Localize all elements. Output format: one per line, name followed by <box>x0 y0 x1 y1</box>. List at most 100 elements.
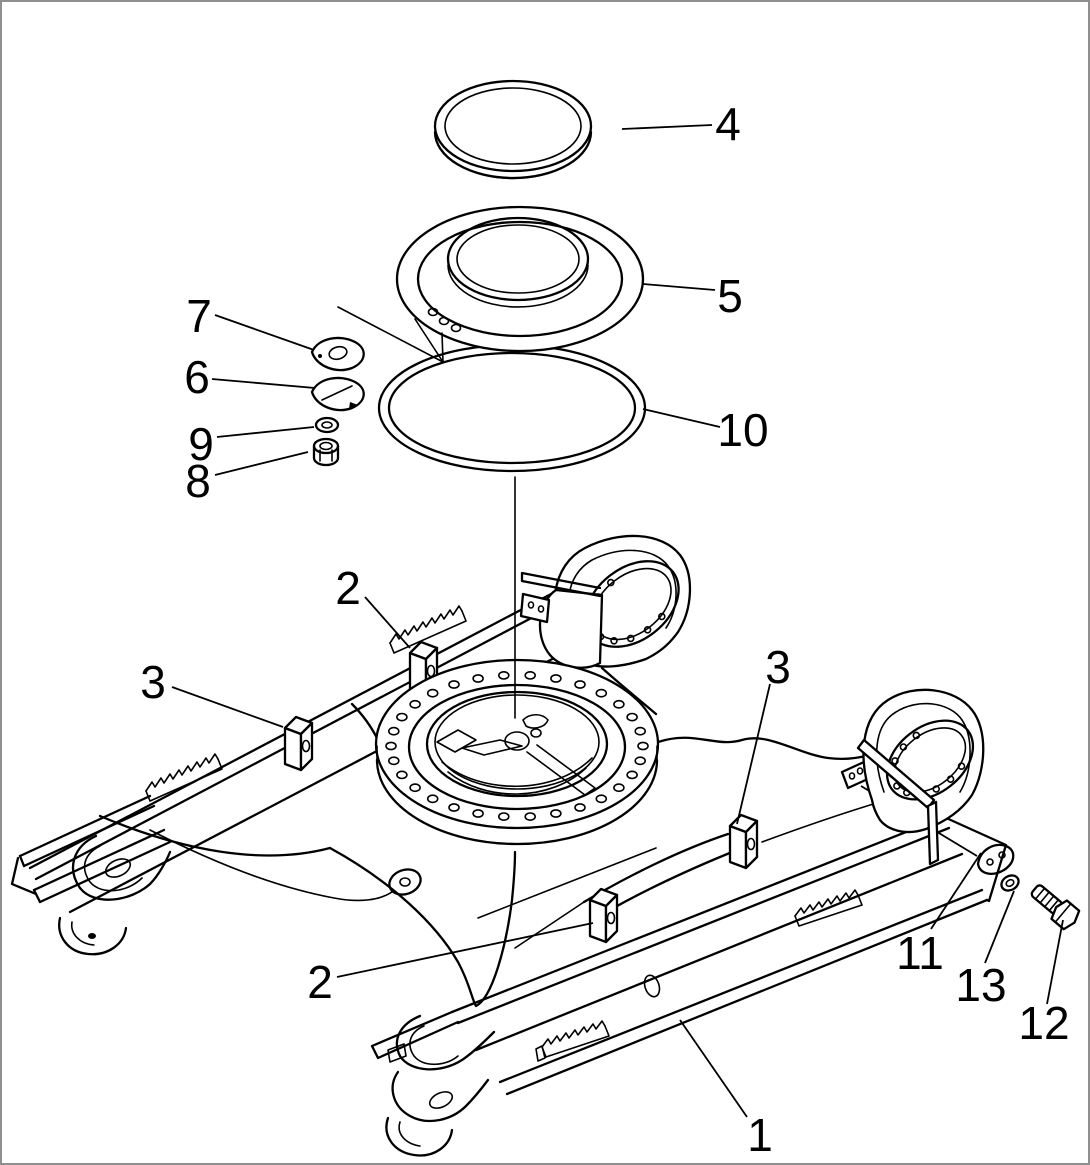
bolt-hole <box>524 671 537 680</box>
callout-label-2-4: 2 <box>307 956 333 1008</box>
bolt-hole <box>387 756 400 766</box>
center-joint <box>436 713 596 796</box>
callout-label-9-10: 9 <box>188 418 214 470</box>
callout-label-10-11: 10 <box>717 404 768 456</box>
callout-label-2-1: 2 <box>335 562 361 614</box>
callout-label-12-13: 12 <box>1018 997 1069 1049</box>
bolt-hole <box>893 782 901 790</box>
bracket-2-bottom <box>588 887 619 944</box>
location-pointer <box>337 306 444 363</box>
callout-label-8-9: 8 <box>185 455 211 507</box>
left-idler-horn <box>519 534 692 669</box>
callout-label-5-6: 5 <box>717 270 743 322</box>
seal-ring-part <box>377 343 647 473</box>
bolt-hole <box>550 674 562 683</box>
leader-line-10-11 <box>642 408 721 428</box>
bracket-3-left <box>283 715 314 772</box>
bolt-hole <box>385 741 397 751</box>
leader-line-9-10 <box>216 426 315 438</box>
callout-label-11-12: 11 <box>896 927 944 979</box>
callout-label-1-0: 1 <box>747 1109 773 1161</box>
washer-9-part <box>314 416 340 434</box>
nut-8-part <box>312 437 340 467</box>
bolt-hole <box>472 809 484 818</box>
exploded-parts <box>310 79 1081 931</box>
callout-label-6-7: 6 <box>184 351 210 403</box>
bolt-hole <box>606 578 615 587</box>
callout-label-3-3: 3 <box>765 641 791 693</box>
bolt-hole <box>497 671 510 680</box>
bolt-hole <box>613 699 625 709</box>
front-rail-end <box>370 1010 496 1157</box>
shim-7-part <box>310 336 365 372</box>
bolt-hole <box>637 741 649 751</box>
cap-part <box>433 79 593 180</box>
bolt-hole <box>595 688 608 698</box>
bolt-hole <box>396 770 408 780</box>
cover-part <box>395 205 645 353</box>
leader-line-2-1 <box>364 596 411 649</box>
grease-boss <box>388 868 422 896</box>
callout-label-3-2: 3 <box>140 656 166 708</box>
bracket-3-right <box>728 813 759 870</box>
leader-line-11-12 <box>930 852 982 930</box>
callout-label-4-5: 4 <box>715 98 741 150</box>
left-rail-end <box>10 794 172 956</box>
bolt-hole <box>634 756 647 766</box>
washer-13-part <box>1000 874 1020 892</box>
leader-line-4-5 <box>621 124 713 130</box>
bolt-hole <box>409 699 421 709</box>
bolt-hole <box>912 731 921 740</box>
bolt-hole <box>626 712 638 722</box>
leader-line-12-13 <box>1046 919 1064 1005</box>
rail-hole <box>643 974 661 998</box>
bolt-hole <box>426 688 439 698</box>
callout-label-7-8: 7 <box>186 290 212 342</box>
frame-platform <box>98 666 900 1008</box>
bolt-hole <box>550 809 562 818</box>
bolt-12-part <box>1030 884 1081 931</box>
leader-line-3-2 <box>171 686 284 728</box>
bolt-hole <box>574 680 586 689</box>
bolt-hole <box>387 726 400 736</box>
bolt-hole <box>626 770 638 780</box>
bolt-hole <box>657 612 666 621</box>
plate-11-part <box>976 843 1015 875</box>
leader-line-2-4 <box>336 922 594 978</box>
bolt-hole <box>643 625 652 634</box>
leader-line-13-14 <box>984 890 1015 964</box>
bolt-hole <box>472 674 484 683</box>
bolt-hole <box>595 794 608 804</box>
bolt-hole <box>946 775 955 784</box>
front-track-rail <box>370 760 1008 1157</box>
bolt-hole <box>409 783 421 793</box>
leader-line-7-8 <box>214 314 315 351</box>
leader-line-8-9 <box>214 451 309 476</box>
bolt-hole <box>426 794 439 804</box>
horn-tab <box>519 592 551 624</box>
bolt-hole <box>957 762 966 771</box>
leader-line-1-0 <box>679 1019 748 1118</box>
bolt-hole <box>899 743 908 751</box>
swing-circle <box>374 658 660 846</box>
bolt-hole <box>396 712 408 722</box>
left-track-rail <box>10 591 602 956</box>
bolt-hole <box>448 803 460 812</box>
leader-line-3-3 <box>736 683 771 825</box>
bolt-hole <box>448 680 460 689</box>
leader-line-5-6 <box>642 283 716 291</box>
bolt-hole <box>497 812 510 821</box>
bolt-hole <box>613 783 625 793</box>
bolt-hole <box>524 812 537 821</box>
callout-label-13-14: 13 <box>955 959 1006 1011</box>
bolt-hole <box>634 726 647 736</box>
bolt-hole <box>891 757 899 765</box>
bolt-hole <box>932 785 941 793</box>
leader-line-6-7 <box>211 378 316 389</box>
right-idler-horn <box>856 688 985 866</box>
bolt-hole <box>610 636 618 645</box>
